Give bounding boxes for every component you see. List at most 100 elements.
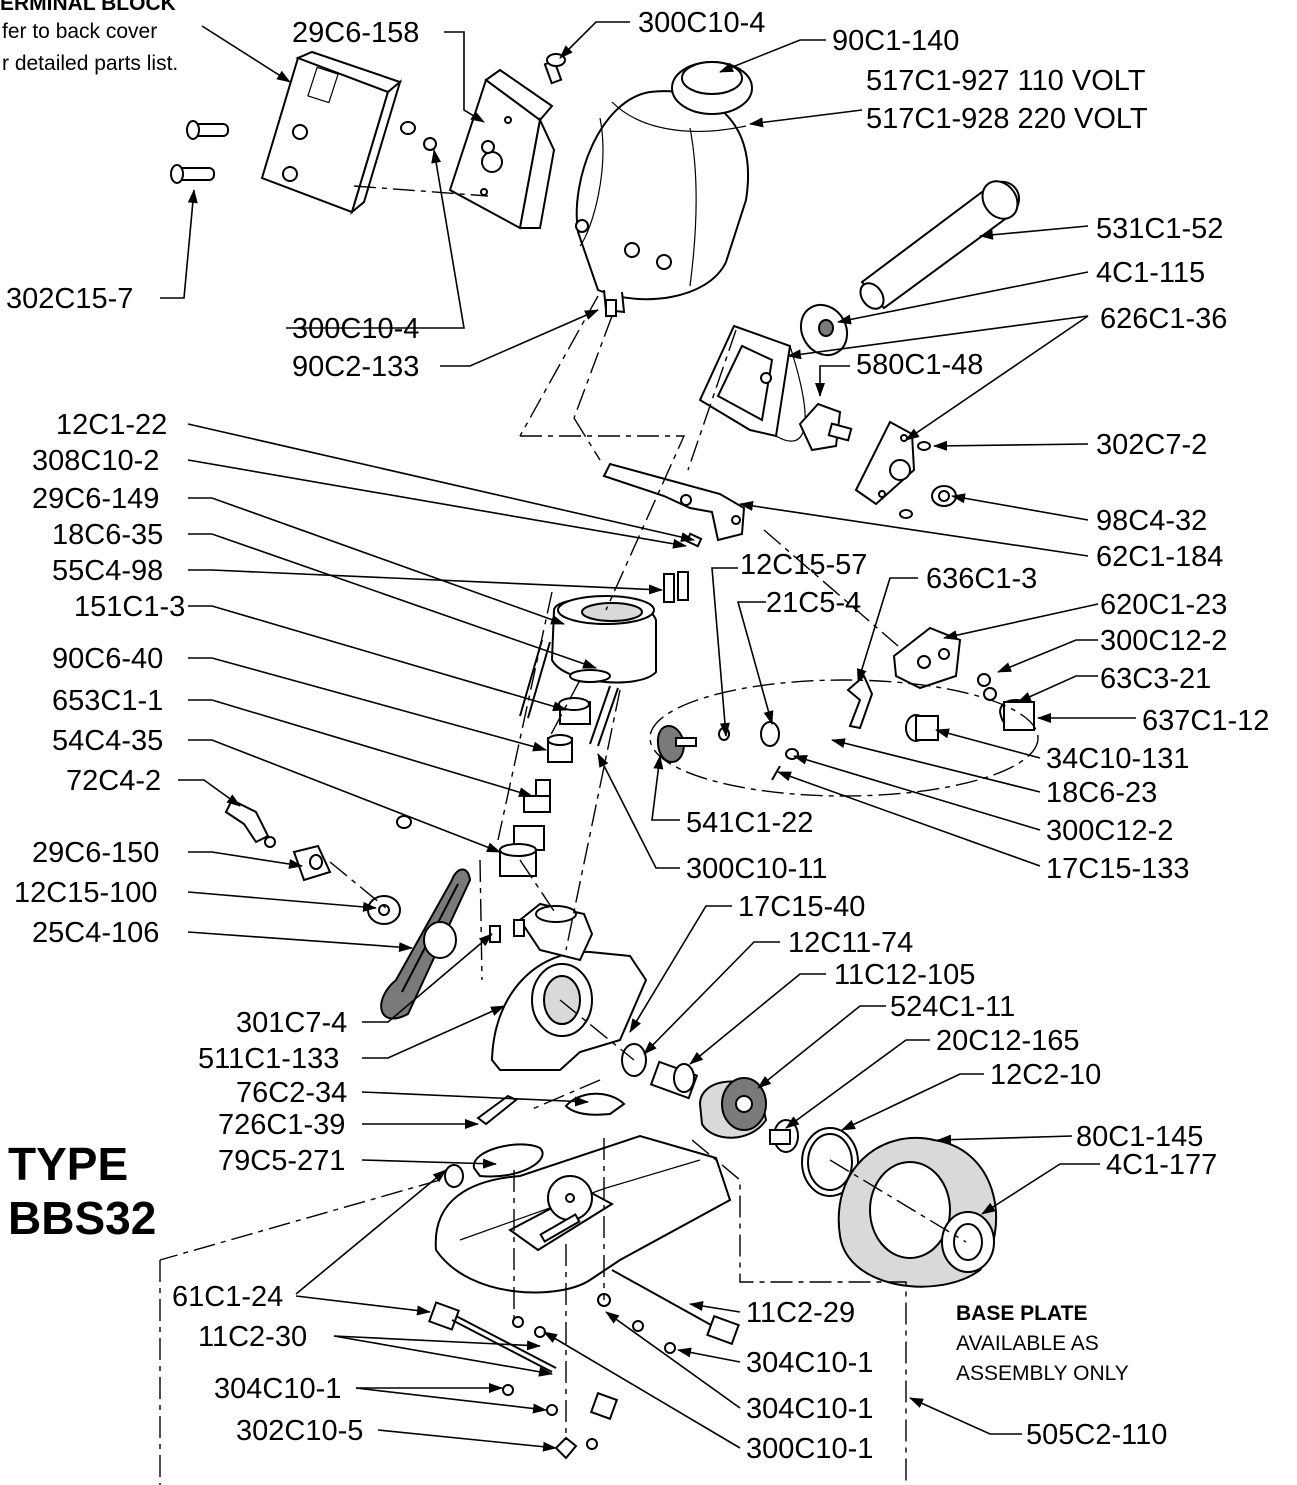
part-label: 511C1-133 xyxy=(198,1043,339,1075)
part-label: 25C4-106 xyxy=(32,917,159,949)
base-plate-line2: ASSEMBLY ONLY xyxy=(956,1362,1129,1385)
bracket-29c6-158-drawing xyxy=(400,68,556,230)
part-label: 11C2-29 xyxy=(746,1297,855,1329)
part-label: 517C1-927 110 VOLT xyxy=(866,65,1146,97)
part-drawings xyxy=(170,50,1036,1460)
base-plate-line1: AVAILABLE AS xyxy=(956,1332,1099,1355)
part-label: 300C10-11 xyxy=(686,853,827,885)
part-label: 55C4-98 xyxy=(52,555,163,587)
part-label: 80C1-145 xyxy=(1076,1121,1203,1153)
part-label: 300C10-1 xyxy=(746,1433,873,1465)
part-label: 304C10-1 xyxy=(746,1347,873,1379)
part-label: 12C2-10 xyxy=(990,1059,1101,1091)
fitting-drawing xyxy=(224,798,401,925)
part-label: 62C1-184 xyxy=(1096,541,1223,573)
part-label: 300C10-4 xyxy=(638,7,765,39)
part-label: 300C12-2 xyxy=(1046,815,1173,847)
part-label: 300C12-2 xyxy=(1100,625,1227,657)
terminal-block-drawing xyxy=(170,50,403,215)
part-label: 302C15-7 xyxy=(6,283,133,315)
part-label: 653C1-1 xyxy=(52,685,163,717)
part-label: 90C1-140 xyxy=(832,25,959,57)
handle-531c1-52-drawing xyxy=(859,180,1020,310)
part-label: 541C1-22 xyxy=(686,807,813,839)
part-label: 20C12-165 xyxy=(936,1025,1080,1057)
part-label: 63C3-21 xyxy=(1100,663,1211,695)
part-label: 301C7-4 xyxy=(236,1007,347,1039)
part-label: 302C7-2 xyxy=(1096,429,1207,461)
part-label: 517C1-928 220 VOLT xyxy=(866,103,1148,135)
part-label: 12C15-100 xyxy=(14,877,158,909)
part-label: 304C10-1 xyxy=(214,1373,341,1405)
motor-drawing xyxy=(575,61,753,317)
part-label: 21C5-4 xyxy=(766,587,861,619)
terminal-block-line2: r detailed parts list. xyxy=(2,52,178,75)
terminal-block-line1: fer to back cover xyxy=(2,20,157,43)
rod-and-spacers-drawing xyxy=(396,639,619,877)
knob-assembly-drawing xyxy=(656,626,1036,781)
part-label: 98C4-32 xyxy=(1096,505,1207,537)
terminal-block-title: ERMINAL BLOCK xyxy=(0,0,176,15)
part-label: 304C10-1 xyxy=(746,1393,873,1425)
column-29c6-149-drawing xyxy=(550,595,657,684)
part-label: 12C11-74 xyxy=(788,927,913,959)
part-labels: 29C6-158 300C10-4 90C1-140 517C1-927 110… xyxy=(6,7,1269,1465)
part-label: 90C6-40 xyxy=(52,643,163,675)
base-plate-drawing xyxy=(434,1134,732,1294)
base-plate-note: BASE PLATE AVAILABLE AS ASSEMBLY ONLY xyxy=(956,1302,1129,1385)
part-label: 300C10-4 xyxy=(292,313,419,345)
part-label: 636C1-3 xyxy=(926,563,1037,595)
part-label: 76C2-34 xyxy=(236,1077,347,1109)
part-label: 29C6-149 xyxy=(32,483,159,515)
part-label: 531C1-52 xyxy=(1096,213,1223,245)
type-designation: TYPE BBS32 xyxy=(8,1138,156,1244)
part-label: 61C1-24 xyxy=(172,1281,283,1313)
part-label: 4C1-177 xyxy=(1106,1149,1217,1181)
part-label: 580C1-48 xyxy=(856,349,983,381)
part-label: 524C1-11 xyxy=(890,991,1015,1023)
part-label: 4C1-115 xyxy=(1096,257,1205,289)
part-label: 505C2-110 xyxy=(1026,1419,1167,1451)
washer-4c1-115-drawing xyxy=(799,303,849,357)
housing-511c1-133-drawing xyxy=(489,902,648,1071)
part-label: 620C1-23 xyxy=(1100,589,1227,621)
part-label: 18C6-23 xyxy=(1046,777,1157,809)
part-label: 726C1-39 xyxy=(218,1109,345,1141)
part-label: 34C10-131 xyxy=(1046,743,1190,775)
part-label: 308C10-2 xyxy=(32,445,159,477)
part-label: 72C4-2 xyxy=(66,765,161,797)
bracket-62c1-184-drawing xyxy=(602,462,746,542)
bottom-pins-drawing xyxy=(428,1269,740,1460)
part-label: 626C1-36 xyxy=(1100,303,1227,335)
part-label: 29C6-158 xyxy=(292,17,419,49)
guard-25c4-106-drawing xyxy=(380,868,472,1020)
type-line2: BBS32 xyxy=(8,1192,156,1244)
part-label: 11C2-30 xyxy=(198,1321,307,1353)
part-label: 12C15-57 xyxy=(740,549,867,581)
terminal-block-note: ERMINAL BLOCK fer to back cover r detail… xyxy=(0,0,178,75)
inner-plates-drawing xyxy=(444,1092,626,1188)
screw-300c10-4-drawing xyxy=(543,53,566,85)
part-label: 11C12-105 xyxy=(834,959,975,991)
switch-plate-drawing xyxy=(854,420,957,519)
part-label: 29C6-150 xyxy=(32,837,159,869)
gear-assembly-drawing xyxy=(621,1043,768,1139)
part-label: 12C1-22 xyxy=(56,409,167,441)
part-label: 302C10-5 xyxy=(236,1415,363,1447)
leader-lines xyxy=(160,21,1136,1452)
switch-bracket-626c1-36-drawing xyxy=(698,324,806,442)
disc-drawing xyxy=(837,1137,998,1288)
small-screws-drawing xyxy=(663,532,703,603)
part-label: 90C2-133 xyxy=(292,351,419,383)
base-plate-title: BASE PLATE xyxy=(956,1302,1087,1325)
part-label: 18C6-35 xyxy=(52,519,163,551)
part-label: 637C1-12 xyxy=(1142,705,1269,737)
part-label: 17C15-40 xyxy=(738,891,865,923)
part-label: 79C5-271 xyxy=(218,1145,345,1177)
part-label: 17C15-133 xyxy=(1046,853,1190,885)
part-label: 151C1-3 xyxy=(74,591,185,623)
switch-580c1-48-drawing xyxy=(798,402,853,452)
type-line1: TYPE xyxy=(8,1138,128,1190)
part-label: 54C4-35 xyxy=(52,725,163,757)
